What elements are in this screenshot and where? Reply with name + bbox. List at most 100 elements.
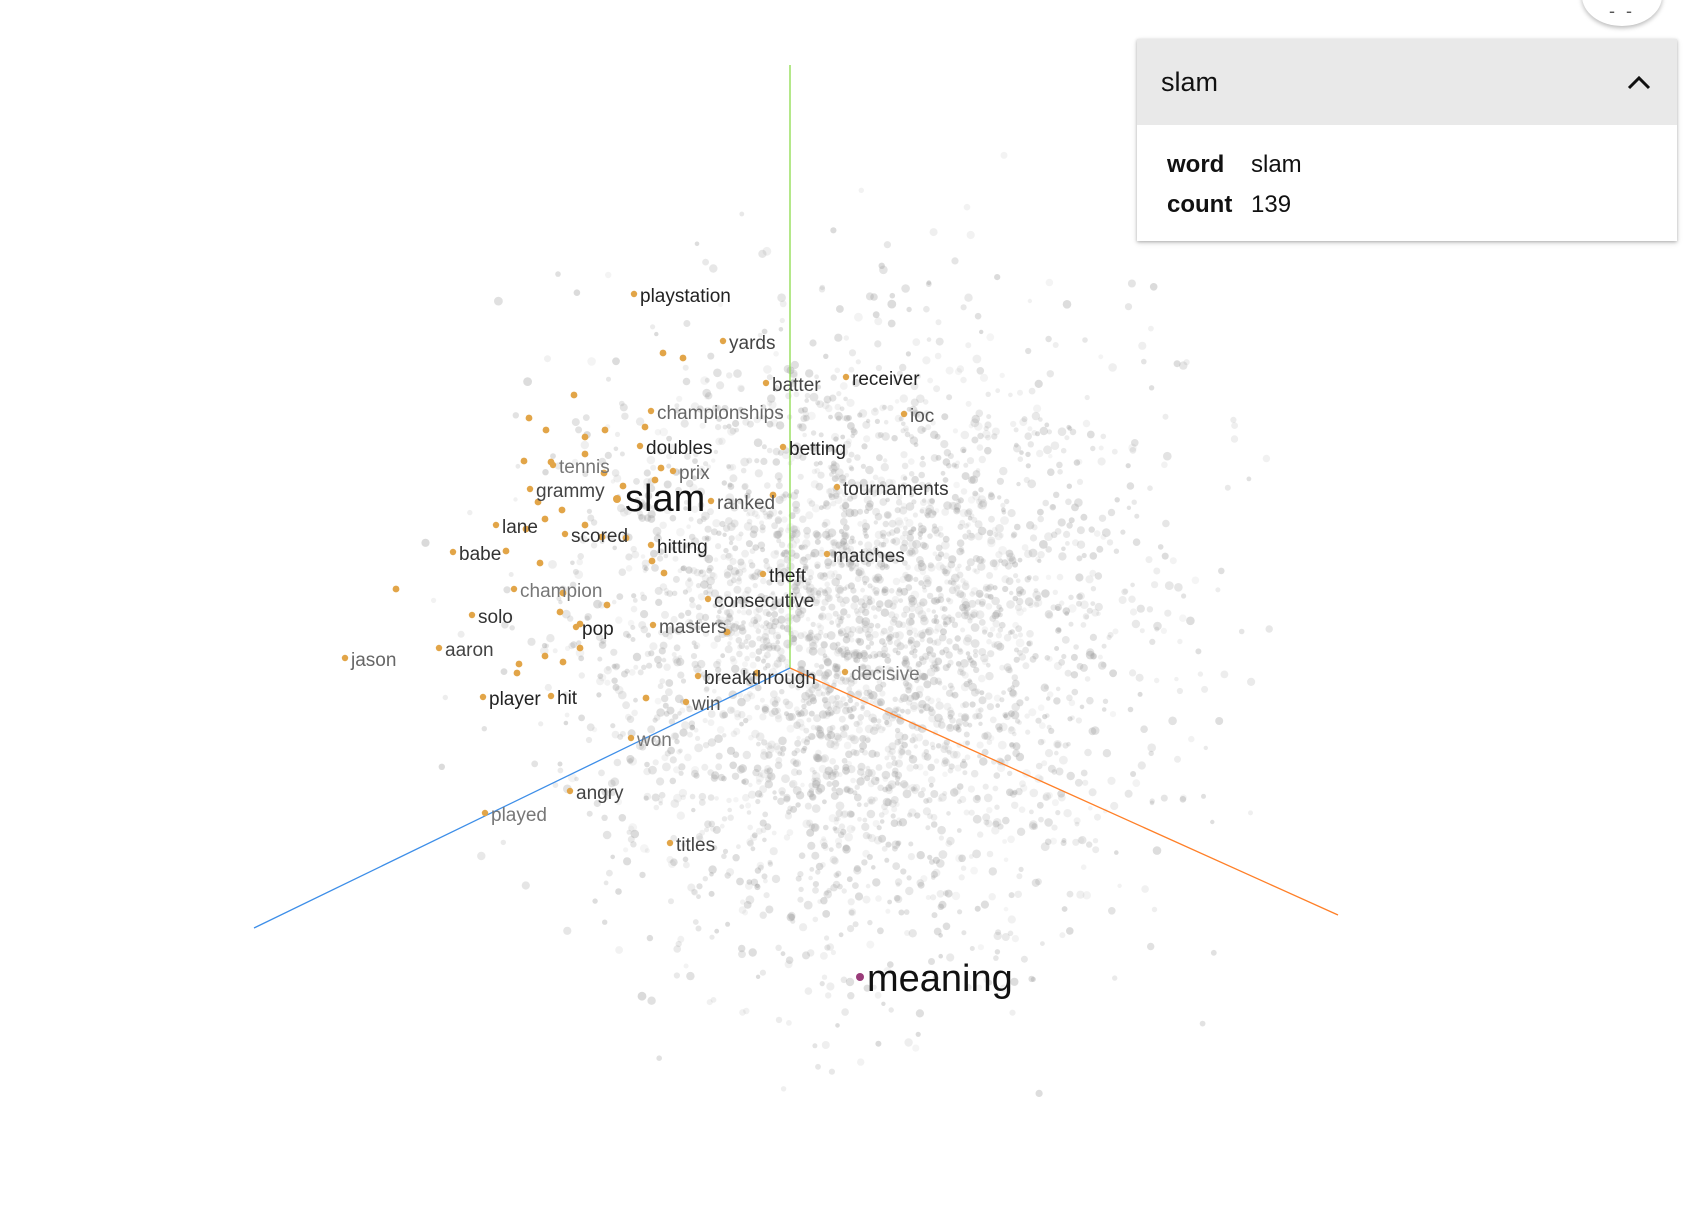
embedding-point[interactable] — [729, 474, 738, 483]
embedding-point[interactable] — [538, 721, 544, 727]
embedding-point[interactable] — [783, 658, 790, 666]
embedding-point[interactable] — [892, 862, 901, 870]
embedding-point[interactable] — [671, 652, 677, 657]
embedding-point[interactable] — [554, 462, 562, 470]
embedding-point[interactable] — [942, 458, 951, 466]
embedding-point[interactable] — [887, 639, 893, 645]
embedding-point[interactable] — [927, 377, 934, 384]
embedding-point[interactable] — [919, 601, 925, 608]
embedding-point[interactable] — [890, 819, 899, 827]
embedding-point[interactable] — [648, 765, 657, 775]
embedding-point[interactable] — [1126, 482, 1135, 490]
embedding-point[interactable] — [687, 577, 692, 582]
embedding-point[interactable] — [850, 705, 857, 712]
embedding-point[interactable] — [600, 637, 607, 644]
embedding-point[interactable] — [467, 509, 473, 516]
embedding-point[interactable] — [934, 352, 942, 360]
embedding-point[interactable] — [772, 447, 781, 456]
embedding-point[interactable] — [816, 384, 822, 390]
embedding-point[interactable] — [1000, 516, 1009, 525]
embedding-point[interactable] — [982, 813, 991, 822]
embedding-point[interactable] — [833, 665, 840, 673]
embedding-point[interactable] — [775, 707, 781, 714]
embedding-point[interactable] — [910, 590, 920, 600]
embedding-point[interactable] — [923, 579, 932, 588]
neighbor-point[interactable] — [572, 623, 580, 631]
embedding-point[interactable] — [875, 895, 882, 902]
neighbor-label[interactable]: grammy — [536, 481, 605, 502]
embedding-point[interactable] — [548, 560, 557, 569]
embedding-point[interactable] — [864, 541, 873, 550]
embedding-point[interactable] — [762, 246, 772, 256]
embedding-point[interactable] — [719, 712, 727, 719]
embedding-point[interactable] — [856, 802, 862, 808]
embedding-point[interactable] — [871, 574, 880, 583]
embedding-point[interactable] — [917, 881, 925, 889]
embedding-point[interactable] — [913, 442, 919, 448]
embedding-point[interactable] — [900, 474, 908, 481]
embedding-point[interactable] — [804, 736, 811, 742]
embedding-point[interactable] — [892, 706, 900, 713]
embedding-point[interactable] — [985, 434, 991, 441]
neighbor-label[interactable]: jason — [350, 650, 396, 671]
embedding-point[interactable] — [702, 388, 711, 398]
embedding-point[interactable] — [734, 620, 740, 626]
embedding-point[interactable] — [836, 391, 842, 397]
embedding-point[interactable] — [935, 743, 942, 749]
embedding-point[interactable] — [894, 895, 903, 904]
embedding-point[interactable] — [1076, 555, 1083, 562]
embedding-point[interactable] — [736, 609, 742, 614]
embedding-point[interactable] — [954, 566, 961, 572]
embedding-point[interactable] — [694, 703, 701, 711]
embedding-point[interactable] — [1016, 608, 1024, 616]
embedding-point[interactable] — [838, 823, 846, 830]
embedding-point[interactable] — [685, 609, 692, 617]
embedding-point[interactable] — [853, 866, 862, 875]
embedding-point[interactable] — [763, 562, 771, 570]
embedding-point[interactable] — [815, 862, 824, 871]
embedding-point[interactable] — [626, 755, 635, 763]
embedding-point[interactable] — [831, 738, 839, 745]
embedding-point[interactable] — [822, 771, 832, 780]
embedding-point[interactable] — [960, 865, 967, 871]
embedding-point[interactable] — [872, 474, 879, 481]
embedding-point[interactable] — [784, 677, 792, 684]
embedding-point[interactable] — [1043, 684, 1049, 690]
embedding-point[interactable] — [983, 425, 989, 432]
embedding-point[interactable] — [725, 614, 734, 623]
embedding-point[interactable] — [1000, 151, 1008, 159]
embedding-point[interactable] — [612, 357, 620, 366]
embedding-point[interactable] — [668, 898, 674, 905]
embedding-point[interactable] — [653, 534, 662, 543]
embedding-point[interactable] — [603, 794, 610, 800]
embedding-point[interactable] — [945, 689, 954, 697]
embedding-point[interactable] — [935, 454, 942, 461]
embedding-point[interactable] — [960, 446, 967, 454]
embedding-point[interactable] — [849, 535, 855, 541]
embedding-point[interactable] — [697, 501, 705, 509]
embedding-point[interactable] — [1084, 614, 1089, 620]
neighbor-label[interactable]: ranked — [717, 493, 775, 514]
neighbor-label[interactable]: win — [691, 694, 721, 715]
embedding-point[interactable] — [850, 735, 860, 745]
embedding-point[interactable] — [810, 724, 817, 731]
embedding-point[interactable] — [1135, 673, 1144, 682]
embedding-point[interactable] — [759, 524, 766, 531]
embedding-point[interactable] — [925, 628, 933, 636]
embedding-point[interactable] — [881, 845, 888, 852]
embedding-point[interactable] — [973, 666, 980, 674]
embedding-point[interactable] — [569, 581, 577, 589]
embedding-point[interactable] — [974, 568, 980, 575]
embedding-point[interactable] — [1098, 445, 1104, 451]
embedding-point[interactable] — [738, 385, 745, 393]
embedding-point[interactable] — [590, 542, 598, 549]
embedding-point[interactable] — [796, 769, 803, 776]
embedding-point[interactable] — [951, 621, 959, 628]
embedding-point[interactable] — [937, 596, 945, 603]
embedding-point[interactable] — [688, 533, 696, 541]
embedding-point[interactable] — [774, 712, 782, 720]
embedding-point[interactable] — [755, 779, 762, 785]
embedding-point[interactable] — [677, 468, 684, 475]
embedding-point[interactable] — [930, 813, 938, 821]
embedding-point[interactable] — [873, 520, 878, 525]
